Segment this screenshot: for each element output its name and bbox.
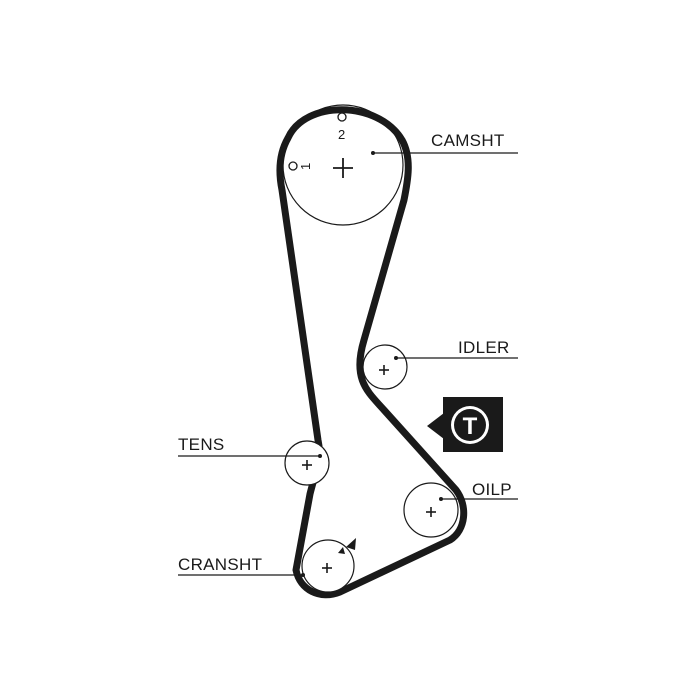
oil-pump-label: OILP <box>472 480 512 499</box>
crankshaft-label: CRANSHT <box>178 555 262 574</box>
oil-pump-callout: OILP <box>439 480 518 501</box>
idler-label: IDLER <box>458 338 510 357</box>
camshaft-pulley: 2 1 <box>282 104 404 226</box>
tensioner-pulley <box>284 440 330 486</box>
camshaft-label: CAMSHT <box>431 131 505 150</box>
oil-pump-pulley <box>403 482 459 538</box>
tensioner-symbol-pointer-icon <box>427 413 444 439</box>
crankshaft-pulley <box>301 538 356 593</box>
tensioner-symbol-letter: T <box>463 413 478 440</box>
idler-pulley <box>362 344 408 390</box>
crankshaft-callout: CRANSHT <box>178 555 305 577</box>
camshaft-center-cross <box>333 158 353 178</box>
timing-mark-2-dot <box>337 112 347 122</box>
tensioner-callout: TENS <box>178 435 322 458</box>
idler-callout: IDLER <box>394 338 518 360</box>
crankshaft-timing-pointer-icon <box>338 547 345 554</box>
timing-mark-1-dot <box>288 161 298 171</box>
tensioner-label: TENS <box>178 435 225 454</box>
crankshaft-timing-arrow-icon <box>346 538 356 550</box>
tensioner-symbol: T <box>427 397 503 452</box>
timing-mark-1: 1 <box>298 163 313 170</box>
camshaft-callout: CAMSHT <box>371 131 518 155</box>
timing-mark-2: 2 <box>338 127 345 142</box>
